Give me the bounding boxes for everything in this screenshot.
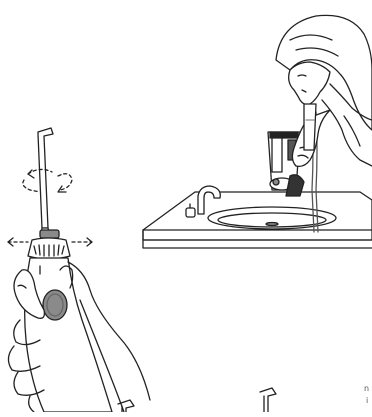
sink-scene-illustration (143, 15, 372, 248)
edge-text-fragment: n (364, 384, 369, 393)
left-arrow-icon (8, 238, 28, 246)
right-arrow-icon (72, 238, 92, 246)
rotate-arrow-icon (23, 169, 72, 192)
flosser-handle (25, 258, 112, 412)
power-button (43, 290, 67, 320)
flosser-tip (38, 128, 53, 236)
edge-text-fragment: i (366, 396, 368, 405)
partial-tip-right (260, 388, 276, 412)
handheld-flosser-illustration (8, 128, 150, 412)
rotation-ring (28, 238, 70, 259)
tip-collar (40, 230, 59, 238)
